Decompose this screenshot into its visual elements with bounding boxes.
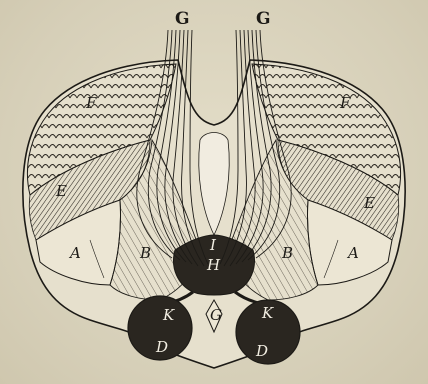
label-e-right: E — [363, 194, 375, 212]
label-e-left: E — [55, 182, 67, 200]
label-a-right: A — [346, 244, 359, 262]
label-f-left: F — [85, 94, 97, 112]
label-b-left: B — [139, 244, 151, 262]
label-f-right: F — [339, 94, 351, 112]
label-a-left: A — [68, 244, 81, 262]
label-g-left: G — [175, 9, 190, 29]
label-k-right: K — [261, 304, 274, 322]
label-g-right: G — [256, 9, 271, 29]
label-d-right: D — [255, 342, 268, 360]
label-h: H — [206, 256, 221, 274]
label-d-left: D — [155, 338, 168, 356]
label-g-center: G — [210, 306, 222, 324]
label-k-left: K — [162, 306, 175, 324]
label-i: I — [209, 236, 217, 254]
label-b-right: B — [281, 244, 293, 262]
